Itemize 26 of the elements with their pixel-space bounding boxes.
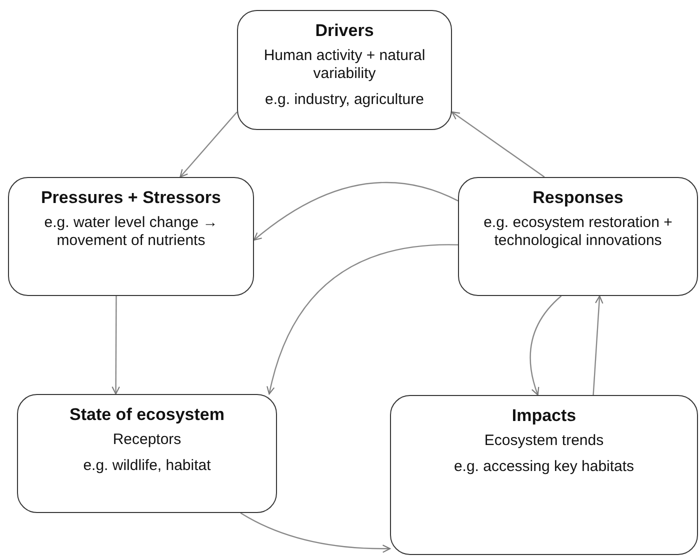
box-text: e.g. wildlife, habitat bbox=[83, 457, 211, 476]
process-box bbox=[390, 395, 698, 555]
box-text: e.g. ecosystem restoration + technological innovations bbox=[482, 214, 674, 250]
box-text: e.g. accessing key habitats bbox=[454, 458, 634, 476]
process-box bbox=[458, 177, 698, 296]
arrow bbox=[253, 182, 458, 241]
box-text: Receptors bbox=[112, 431, 182, 450]
arrow bbox=[240, 512, 391, 553]
box-title: Responses bbox=[532, 188, 624, 208]
box-title: State of ecosystem bbox=[70, 405, 224, 426]
box-text: Human activity + natural variability bbox=[262, 47, 426, 84]
arrow bbox=[451, 111, 545, 178]
box-text: Ecosystem trends bbox=[484, 432, 604, 450]
box-title: Impacts bbox=[512, 406, 576, 426]
arrow bbox=[592, 295, 604, 396]
process-box bbox=[17, 394, 277, 513]
box-title: Drivers bbox=[315, 21, 374, 42]
arrow bbox=[530, 296, 562, 396]
box-title: Pressures + Stressors bbox=[40, 188, 222, 208]
process-box bbox=[237, 10, 452, 130]
arrow bbox=[266, 244, 458, 395]
process-box bbox=[8, 177, 254, 296]
box-text: e.g. water level change → movement of nutrients bbox=[43, 214, 219, 250]
arrow bbox=[180, 112, 238, 178]
box-text: e.g. industry, agriculture bbox=[265, 91, 424, 110]
arrow bbox=[112, 296, 120, 395]
